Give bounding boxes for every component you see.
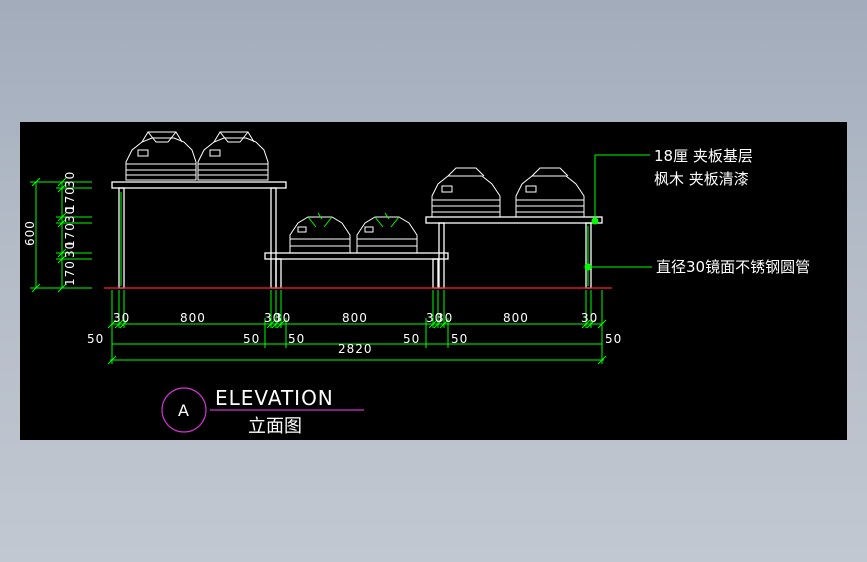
hdim-30-b: 30 xyxy=(264,311,281,325)
hdim-800-c: 800 xyxy=(503,311,529,325)
vertical-dim-seg-5: 170 xyxy=(63,186,77,212)
hdim-30-a: 30 xyxy=(113,311,130,325)
pipe-note: 直径30镜面不锈钢圆管 xyxy=(656,258,810,276)
cad-drawing-canvas: 600 170 30 170 30 170 30 30 800 30 30 80… xyxy=(20,122,847,440)
left-leg-inner xyxy=(270,187,277,289)
right-leg-inner xyxy=(438,222,445,289)
material-note-line1: 18厘 夹板基层 xyxy=(654,147,753,165)
hdim-50-a: 50 xyxy=(87,332,104,346)
title-badge-circle xyxy=(161,387,207,433)
clothes-pile-1 xyxy=(125,131,197,181)
horizontal-dimension-lines xyxy=(107,290,607,365)
elevation-drawing: 600 170 30 170 30 170 30 30 800 30 30 80… xyxy=(23,131,810,437)
clothes-pile-4 xyxy=(356,212,418,254)
hdim-30-e: 30 xyxy=(436,311,453,325)
material-note-line2: 枫木 夹板清漆 xyxy=(654,170,749,188)
hdim-50-b: 50 xyxy=(243,332,260,346)
hdim-30-d: 30 xyxy=(426,311,443,325)
hdim-50-f: 50 xyxy=(605,332,622,346)
display-shelf-structure xyxy=(111,181,603,289)
vertical-dim-seg-2: 30 xyxy=(63,241,77,258)
pipe-accents xyxy=(120,192,589,286)
vertical-dim-seg-3: 170 xyxy=(63,222,77,248)
clothes-pile-5 xyxy=(431,167,501,218)
pipe-note-leader xyxy=(584,263,652,271)
middle-leg-left xyxy=(275,258,282,289)
left-tabletop xyxy=(111,181,287,189)
hdim-800-a: 800 xyxy=(180,311,206,325)
title-badge-letter: A xyxy=(178,401,190,420)
title-english: ELEVATION xyxy=(215,386,334,410)
clothes-pile-6 xyxy=(515,167,585,218)
clothes-pile-3 xyxy=(289,212,351,254)
hdim-total: 2820 xyxy=(338,342,373,356)
middle-leg-right xyxy=(432,258,439,289)
hdim-50-e: 50 xyxy=(451,332,468,346)
vertical-dim-seg-6: 30 xyxy=(63,171,77,188)
middle-tabletop xyxy=(264,252,449,260)
vertical-total-dimension: 600 xyxy=(23,220,37,246)
right-tabletop xyxy=(425,216,603,224)
hdim-30-c: 30 xyxy=(274,311,291,325)
title-chinese: 立面图 xyxy=(248,416,302,437)
hdim-50-d: 50 xyxy=(403,332,420,346)
hdim-30-f: 30 xyxy=(581,311,598,325)
vertical-dim-seg-1: 170 xyxy=(63,260,77,286)
material-note-leader xyxy=(591,154,650,225)
clothes-pile-2 xyxy=(197,131,269,181)
hdim-50-c: 50 xyxy=(288,332,305,346)
vertical-dimension-lines xyxy=(30,177,92,293)
hdim-800-b: 800 xyxy=(342,311,368,325)
vertical-dim-seg-4: 30 xyxy=(63,206,77,223)
